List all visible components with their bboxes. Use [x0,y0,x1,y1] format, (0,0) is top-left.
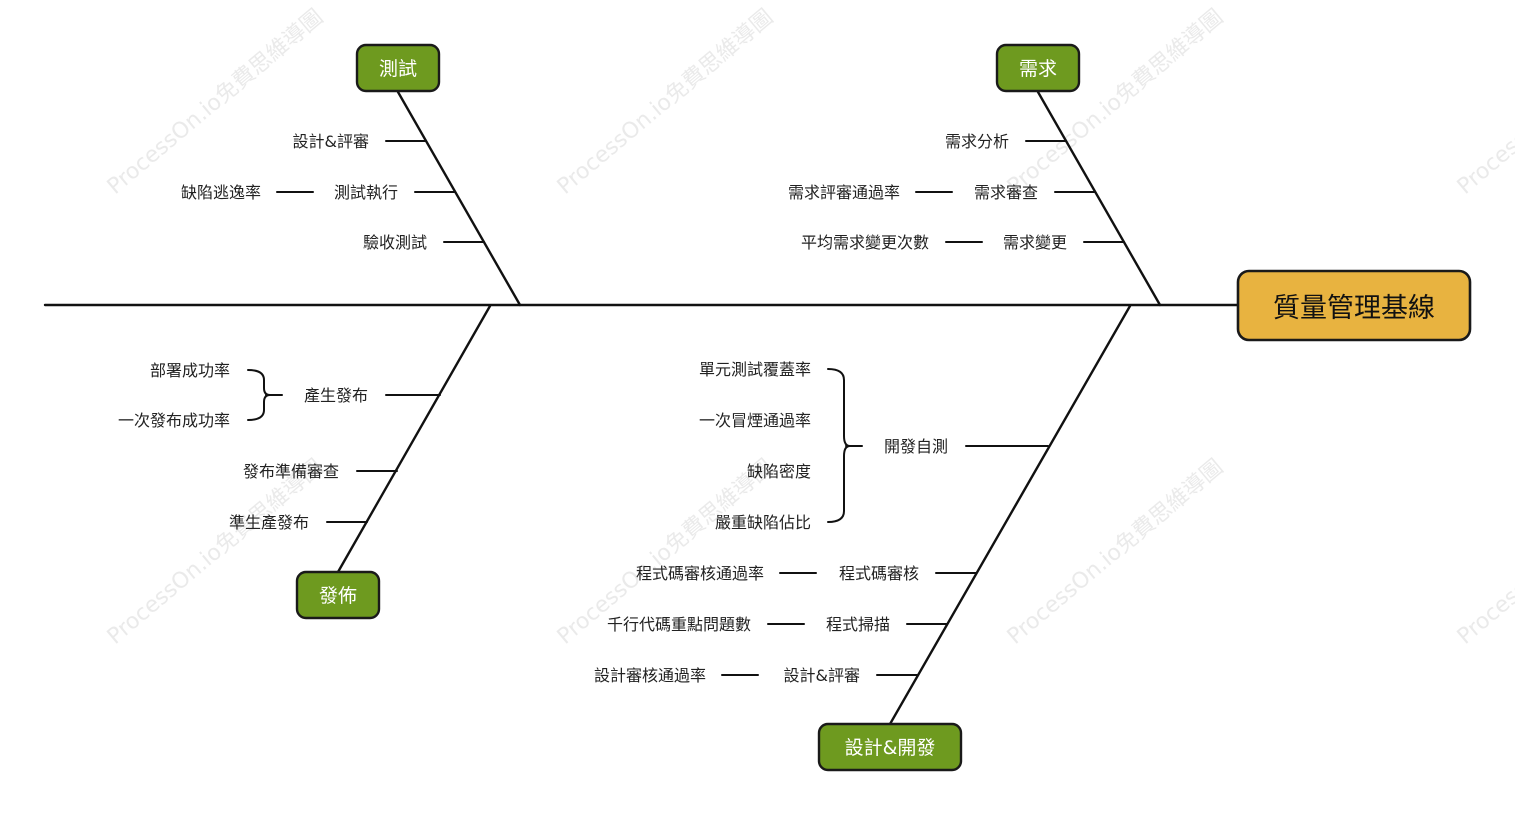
metric-label: 部署成功率 [150,361,230,380]
metric-label: 需求評審通過率 [788,183,900,202]
watermark: ProcessOn.io免費思維導圖 [103,455,328,650]
cause-label: 驗收測試 [363,233,427,252]
fish-head: 質量管理基線 [1236,269,1472,342]
cause-label: 設計&評審 [293,132,369,151]
bone-design [888,304,1132,726]
metric-label: 設計審核通過率 [594,666,706,685]
category-box-release: 發佈 [295,570,381,620]
category-label: 測試 [379,58,417,80]
watermark: ProcessOn.io免費思維導圖 [103,5,328,200]
branch-design: 開發自測 單元測試覆蓋率 一次冒煙通過率 缺陷密度 嚴重缺陷佔比 程式碼審核 程… [594,360,1049,685]
metric-label: 一次冒煙通過率 [699,411,811,430]
bone-release [336,304,492,574]
branch-release: 產生發布 部署成功率 一次發布成功率 發布準備審查 準生產發布 [118,361,441,532]
category-box-test: 測試 [355,43,441,93]
category-box-design: 設計&開發 [817,722,963,772]
watermark: ProcessOn.io免費思維導圖 [1453,5,1515,200]
cause-label: 需求分析 [945,132,1009,151]
cause-label: 需求審查 [974,183,1038,202]
branch-test: 設計&評審 測試執行 缺陷逃逸率 驗收測試 [181,132,485,252]
metric-label: 一次發布成功率 [118,411,230,430]
cause-label: 測試執行 [334,183,398,202]
watermark: ProcessOn.io免費思維導圖 [1453,455,1515,650]
watermark: ProcessOn.io免費思維導圖 [1003,5,1228,200]
category-label: 發佈 [319,585,357,607]
metric-label: 單元測試覆蓋率 [699,360,811,379]
metric-label: 平均需求變更次數 [801,233,929,252]
cause-label: 程式掃描 [826,615,890,634]
bone-requirement [1036,90,1162,307]
head-label: 質量管理基線 [1273,293,1435,324]
branch-requirement: 需求分析 需求審查 需求評審通過率 需求變更 平均需求變更次數 [788,132,1125,252]
watermark: ProcessOn.io免費思維導圖 [553,5,778,200]
metric-label: 千行代碼重點問題數 [607,615,751,634]
cause-label: 準生產發布 [229,513,309,532]
watermark: ProcessOn.io免費思維導圖 [1003,455,1228,650]
cause-label: 程式碼審核 [839,564,919,583]
metric-label: 程式碼審核通過率 [636,564,764,583]
category-label: 需求 [1019,58,1057,80]
cause-label: 需求變更 [1003,233,1067,252]
category-label: 設計&開發 [845,737,936,759]
cause-label: 開發自測 [884,437,948,456]
metric-label: 缺陷逃逸率 [181,183,261,202]
cause-label: 設計&評審 [784,666,860,685]
metric-label: 嚴重缺陷佔比 [715,513,811,532]
cause-label: 產生發布 [304,386,368,405]
metric-label: 缺陷密度 [747,462,811,481]
cause-label: 發布準備審查 [243,462,339,481]
category-box-requirement: 需求 [995,43,1081,93]
bone-test [396,90,522,307]
